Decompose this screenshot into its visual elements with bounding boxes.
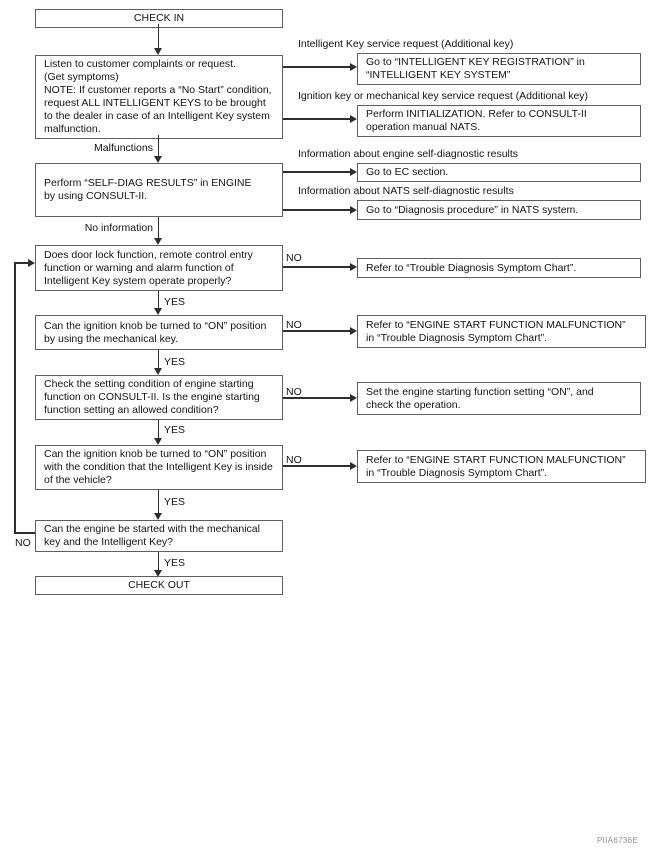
flow-node-refer-engine-start-malfunction-2: Refer to “ENGINE START FUNCTION MALFUNCT… [357, 450, 646, 483]
no-label: NO [286, 252, 302, 264]
flow-node-go-key-registration: Go to “INTELLIGENT KEY REGISTRATION” in … [357, 53, 641, 85]
flow-node-self-diag: Perform “SELF-DIAG RESULTS” in ENGINE by… [35, 163, 283, 217]
edge-label-intelligent-key-request: Intelligent Key service request (Additio… [298, 38, 514, 50]
no-label: NO [15, 537, 31, 549]
flow-node-engine-start-setting-question: Check the setting condition of engine st… [35, 375, 283, 420]
flow-arrow-down [154, 48, 162, 55]
flow-arrow-right [350, 206, 357, 214]
flow-node-engine-start-question: Can the engine be started with the mecha… [35, 520, 283, 552]
yes-label: YES [164, 296, 186, 308]
flow-node-set-engine-start-on: Set the engine starting function setting… [357, 382, 641, 415]
connector-line [157, 420, 159, 439]
flow-arrow-right [350, 462, 357, 470]
connector-line [283, 171, 350, 173]
connector-line [14, 532, 35, 534]
connector-line [283, 465, 350, 467]
connector-line [283, 66, 350, 68]
flow-arrow-right [350, 168, 357, 176]
connector-line [283, 118, 350, 120]
flow-node-ignition-key-inside-question: Can the ignition knob be turned to “ON” … [35, 445, 283, 490]
connector-line [157, 24, 159, 49]
edge-label-ignition-key-request: Ignition key or mechanical key service r… [298, 90, 589, 102]
connector-line [283, 209, 350, 211]
connector-line [157, 291, 159, 309]
flow-node-ignition-mechanical-key-question: Can the ignition knob be turned to “ON” … [35, 315, 283, 350]
no-label: NO [286, 319, 302, 331]
connector-line [157, 490, 159, 514]
connector-line [14, 262, 16, 534]
edge-label-info-engine: Information about engine self-diagnostic… [298, 148, 519, 160]
flow-arrow-down [154, 156, 162, 163]
flow-arrow-down [154, 238, 162, 245]
no-label: NO [286, 386, 302, 398]
edge-label-no-information: No information [84, 222, 153, 234]
flow-node-go-nats-diagnosis: Go to “Diagnosis procedure” in NATS syst… [357, 200, 641, 220]
connector-line [283, 330, 350, 332]
flow-arrow-down [154, 308, 162, 315]
flow-node-door-lock-question: Does door lock function, remote control … [35, 245, 283, 291]
figure-code: PIIA6736E [597, 836, 638, 845]
no-label: NO [286, 454, 302, 466]
connector-line [157, 135, 159, 157]
flow-arrow-down [154, 368, 162, 375]
flow-arrow-right [28, 259, 35, 267]
yes-label: YES [164, 424, 186, 436]
yes-label: YES [164, 496, 186, 508]
connector-line [157, 350, 159, 369]
connector-line [157, 217, 159, 239]
flow-node-perform-initialization: Perform INITIALIZATION. Refer to CONSULT… [357, 105, 641, 137]
flow-arrow-down [154, 570, 162, 577]
connector-line [157, 552, 159, 571]
flow-arrow-right [350, 115, 357, 123]
edge-label-info-nats: Information about NATS self-diagnostic r… [298, 185, 514, 197]
flow-arrow-right [350, 327, 357, 335]
flow-arrow-right [350, 394, 357, 402]
yes-label: YES [164, 557, 186, 569]
flow-node-check-out: CHECK OUT [35, 576, 283, 595]
flow-arrow-right [350, 63, 357, 71]
flow-node-refer-engine-start-malfunction-1: Refer to “ENGINE START FUNCTION MALFUNCT… [357, 315, 646, 348]
connector-line [283, 397, 350, 399]
edge-label-malfunctions: Malfunctions [94, 142, 153, 154]
connector-line [283, 266, 350, 268]
flow-node-check-in: CHECK IN [35, 9, 283, 28]
yes-label: YES [164, 356, 186, 368]
flow-arrow-down [154, 513, 162, 520]
connector-line [14, 262, 28, 264]
flow-arrow-right [350, 263, 357, 271]
flow-node-listen-complaints: Listen to customer complaints or request… [35, 55, 283, 139]
flow-node-go-ec-section: Go to EC section. [357, 163, 641, 182]
flow-node-refer-symptom-chart: Refer to “Trouble Diagnosis Symptom Char… [357, 258, 641, 278]
flow-arrow-down [154, 438, 162, 445]
